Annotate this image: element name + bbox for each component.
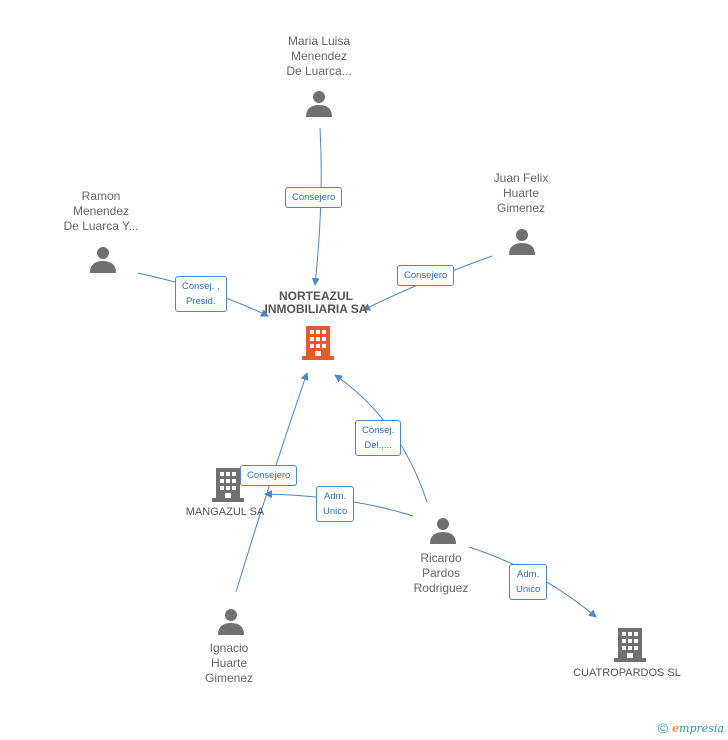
node-label-maria[interactable]: Maria Luisa Menendez De Luarca... (269, 34, 369, 79)
building-icon[interactable] (212, 466, 244, 502)
edge-label-line: Consejero (404, 270, 448, 281)
edge-label-line: Presid. (185, 296, 216, 307)
node-label-cuatropardos[interactable]: CUATROPARDOS SL (567, 666, 687, 681)
node-label-line: Gimenez (204, 671, 254, 685)
node-label-line: NORTEAZUL (279, 289, 353, 303)
edge-label-line: Adm. (324, 491, 347, 502)
node-label-line: Maria Luisa (287, 34, 351, 48)
person-icon[interactable] (217, 607, 245, 635)
edge-label-line: Adm. (517, 569, 540, 580)
node-label-ignacio[interactable]: Ignacio Huarte Gimenez (179, 641, 279, 686)
edge-label-line: Consej. (362, 425, 395, 436)
node-label-line: Huarte (502, 186, 540, 200)
node-label-line: INMOBILIARIA SA (264, 302, 368, 316)
edge-label-line: Unico (323, 506, 348, 517)
node-label-line: De Luarca Y... (63, 219, 139, 233)
edge-label-line: Consej. , (182, 281, 220, 292)
node-label-line: Ignacio (209, 641, 249, 655)
node-label-juan[interactable]: Juan Felix Huarte Gimenez (471, 171, 571, 216)
edge-label-maria-norteazul[interactable]: Consejero (285, 187, 343, 208)
node-label-ricardo[interactable]: Ricardo Pardos Rodriguez (391, 551, 491, 596)
edge-label-line: Del.,... (364, 440, 392, 451)
person-icon[interactable] (508, 227, 536, 255)
node-label-norteazul[interactable]: NORTEAZUL INMOBILIARIA SA (256, 290, 376, 316)
node-label-line: Pardos (421, 566, 461, 580)
edge-label-line: Consejero (247, 470, 291, 481)
person-icon[interactable] (89, 245, 117, 273)
edge-label-ricardo-mangazul[interactable]: Adm. Unico (316, 486, 355, 522)
edge-label-ramon-norteazul[interactable]: Consej. , Presid. (175, 276, 227, 312)
person-icon[interactable] (305, 89, 333, 117)
node-label-mangazul[interactable]: MANGAZUL SA (170, 505, 280, 520)
node-label-line: De Luarca... (286, 64, 352, 78)
node-label-line: Ricardo (420, 551, 462, 565)
node-label-line: Gimenez (496, 201, 546, 215)
edge-label-ricardo-cuatropardos[interactable]: Adm. Unico (509, 564, 548, 600)
node-label-line: Rodriguez (413, 581, 469, 595)
person-icon[interactable] (429, 516, 457, 544)
node-label-line: Juan Felix (493, 171, 549, 185)
brand-initial: e (672, 721, 680, 735)
brand-rest: mpresia (679, 721, 724, 735)
node-label-line: MANGAZUL SA (185, 506, 265, 518)
node-label-line: Menendez (290, 49, 348, 63)
edge-label-ricardo-norteazul[interactable]: Consej. Del.,... (355, 420, 402, 456)
edge-label-ignacio-norteazul[interactable]: Consejero (240, 465, 298, 486)
footer-watermark: © empresia (658, 720, 724, 736)
edge-label-juan-norteazul[interactable]: Consejero (397, 265, 455, 286)
node-label-ramon[interactable]: Ramon Menendez De Luarca Y... (51, 189, 151, 234)
edge-label-line: Unico (516, 584, 541, 595)
brand-logo: empresia (672, 722, 724, 735)
node-label-line: Ramon (81, 189, 121, 203)
node-label-line: Huarte (210, 656, 248, 670)
node-label-line: CUATROPARDOS SL (573, 667, 681, 679)
node-label-line: Menendez (72, 204, 130, 218)
copyright-icon: © (657, 720, 669, 736)
building-icon-highlighted[interactable] (302, 324, 334, 360)
edge-label-line: Consejero (292, 192, 336, 203)
building-icon[interactable] (614, 626, 646, 662)
